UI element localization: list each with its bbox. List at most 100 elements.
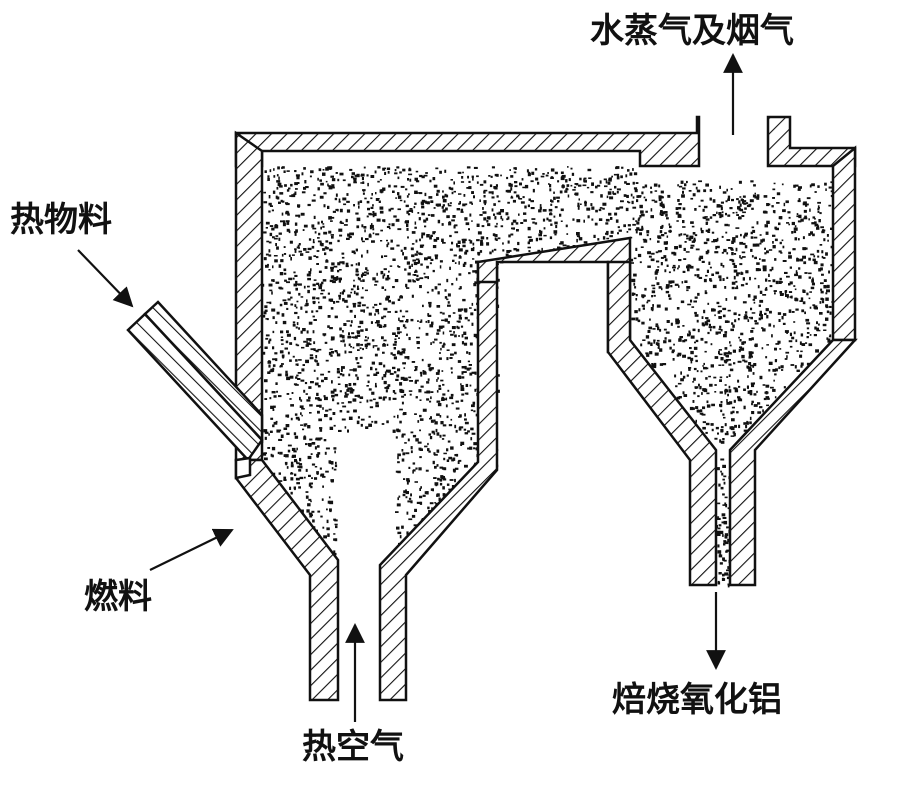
particle-speck [408,209,412,212]
particle-speck [522,186,527,189]
particle-speck [357,301,361,304]
particle-speck [633,273,637,277]
particle-speck [733,265,737,268]
particle-speck [719,185,721,189]
particle-speck [294,435,299,439]
particle-speck [722,191,727,194]
particle-speck [423,219,427,223]
particle-speck [322,476,326,478]
particle-speck [316,404,320,407]
particle-speck [381,423,385,425]
particle-speck [784,330,789,333]
particle-speck [400,185,405,188]
particle-speck [405,496,408,499]
particle-speck [273,421,278,425]
particle-speck [414,274,417,276]
particle-speck [387,311,391,313]
particle-speck [273,405,276,408]
particle-speck [765,356,768,359]
particle-speck [479,199,481,202]
particle-speck [452,468,456,472]
particle-speck [753,295,757,299]
particle-speck [375,192,377,195]
particle-speck [722,534,724,537]
particle-speck [354,314,356,318]
particle-speck [392,390,396,393]
particle-speck [693,346,698,350]
particle-speck [571,172,575,176]
particle-speck [782,209,786,213]
particle-speck [743,202,747,205]
particle-speck [438,357,442,360]
particle-speck [400,389,405,393]
particle-speck [299,405,304,408]
particle-speck [768,280,771,282]
particle-speck [446,298,449,301]
particle-speck [326,508,328,511]
particle-speck [814,326,817,330]
particle-speck [411,294,414,298]
particle-speck [379,302,382,305]
particle-speck [721,364,725,366]
particle-speck [415,438,419,442]
particle-speck [772,241,774,244]
particle-speck [746,421,749,425]
particle-speck [789,296,791,298]
particle-speck [655,251,659,254]
particle-speck [731,322,734,325]
particle-speck [532,188,535,193]
particle-speck [472,242,475,246]
particle-speck [415,278,420,281]
particle-speck [635,182,639,184]
particle-speck [276,390,278,393]
particle-speck [297,316,300,319]
particle-speck [335,172,338,174]
particle-speck [698,383,700,387]
particle-speck [462,244,466,248]
particle-speck [768,273,770,277]
particle-speck [680,300,685,304]
particle-speck [744,245,748,249]
particle-speck [668,223,671,226]
particle-speck [304,180,307,184]
particle-speck [325,240,329,243]
particle-speck [820,282,824,285]
particle-speck [782,322,786,325]
particle-speck [709,328,712,332]
particle-speck [675,207,679,210]
particle-speck [327,533,330,537]
particle-speck [770,386,774,389]
particle-speck [606,195,609,199]
particle-speck [528,250,531,252]
particle-speck [275,235,279,237]
particle-speck [690,244,695,247]
particle-speck [272,409,275,411]
particle-speck [759,310,762,315]
particle-speck [692,232,696,235]
particle-speck [339,334,343,338]
particle-speck [372,212,377,217]
particle-speck [461,376,465,379]
particle-speck [720,409,723,413]
particle-speck [360,309,364,312]
particle-speck [446,357,449,361]
particle-speck [421,175,425,179]
particle-speck [359,396,364,399]
particle-speck [278,201,281,204]
particle-speck [725,359,729,362]
particle-speck [317,445,320,448]
particle-speck [460,208,464,212]
particle-speck [271,446,276,451]
particle-speck [711,403,715,407]
particle-speck [527,226,531,231]
particle-speck [286,170,290,172]
particle-speck [442,204,445,207]
particle-speck [347,183,351,187]
particle-speck [362,287,364,290]
particle-speck [446,278,449,283]
particle-speck [293,336,297,341]
particle-speck [419,174,423,178]
particle-speck [303,340,307,343]
particle-speck [286,333,291,337]
particle-speck [340,222,344,224]
